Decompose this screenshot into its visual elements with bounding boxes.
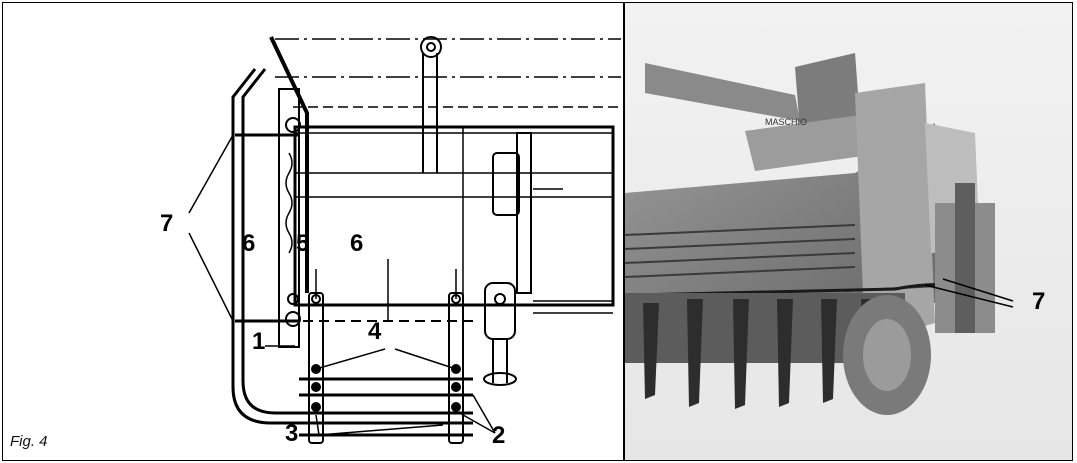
callout-1: 1: [252, 328, 266, 355]
tiller-photo: MASCHIO: [625, 3, 1072, 460]
line-drawing-panel: [3, 3, 623, 460]
callout-4: 4: [368, 318, 382, 345]
panel-divider: [623, 2, 625, 461]
callout-5: 5: [296, 230, 310, 257]
callout-6-left: 6: [242, 230, 256, 257]
callout-3: 3: [285, 420, 299, 447]
callout-7-right: 7: [1032, 288, 1046, 315]
callout-6-right: 6: [350, 230, 364, 257]
figure-caption: Fig. 4: [10, 433, 48, 450]
photo-panel: MASCHIO: [625, 3, 1072, 460]
callout-2: 2: [492, 422, 506, 449]
callout-7-left: 7: [160, 210, 174, 237]
line-drawing: [188, 36, 621, 444]
photo-brand-text: MASCHIO: [765, 117, 807, 127]
